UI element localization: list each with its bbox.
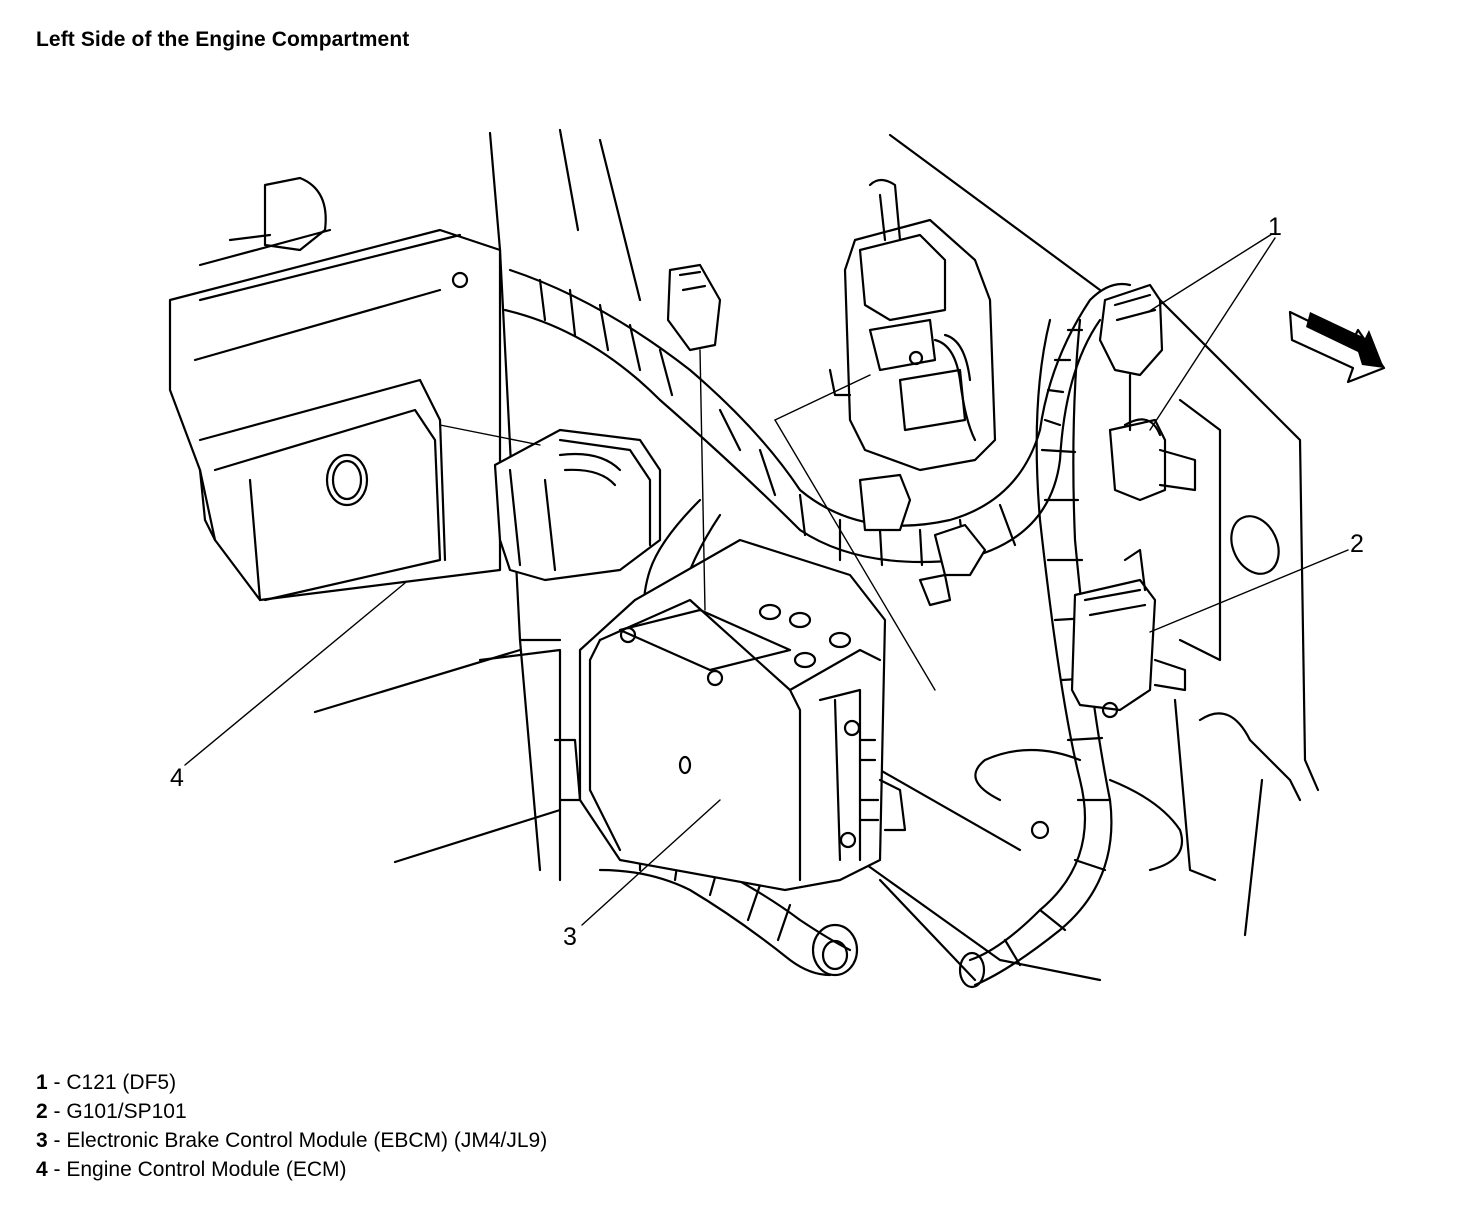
legend-item: 4 - Engine Control Module (ECM) <box>36 1155 547 1184</box>
legend-number: 1 <box>36 1071 48 1094</box>
ebcm-connector <box>493 428 662 582</box>
legend-item: 2 - G101/SP101 <box>36 1097 547 1126</box>
diagram-title: Left Side of the Engine Compartment <box>36 28 410 51</box>
legend-text: C121 (DF5) <box>66 1071 177 1094</box>
legend-text: G101/SP101 <box>66 1100 187 1123</box>
engine-compartment-drawing <box>168 128 1386 989</box>
arrow-icon <box>1288 310 1386 384</box>
c121-connector <box>1098 283 1197 502</box>
legend-separator: - <box>53 1158 61 1181</box>
legend-number: 3 <box>36 1129 48 1152</box>
ecm-module <box>168 176 502 602</box>
g101-ground-block <box>1070 548 1187 719</box>
legend-text: Electronic Brake Control Module (EBCM) (… <box>66 1129 548 1152</box>
legend-number: 2 <box>36 1100 48 1123</box>
relay-block <box>828 178 997 472</box>
callout-1: 1 <box>1268 213 1282 241</box>
legend-separator: - <box>53 1100 61 1123</box>
ebcm-module <box>553 538 907 892</box>
legend-separator: - <box>53 1129 61 1152</box>
body-structure <box>313 128 1320 982</box>
legend: 1 - C121 (DF5) 2 - G101/SP101 3 - Electr… <box>36 1068 547 1184</box>
callout-4: 4 <box>170 764 184 792</box>
legend-number: 4 <box>36 1158 48 1181</box>
legend-item: 1 - C121 (DF5) <box>36 1068 547 1097</box>
callout-2: 2 <box>1350 530 1364 558</box>
harness-connectors <box>666 263 987 607</box>
callout-leaders <box>184 233 1349 926</box>
legend-text: Engine Control Module (ECM) <box>66 1158 347 1181</box>
callout-3: 3 <box>563 923 577 951</box>
legend-separator: - <box>53 1071 61 1094</box>
legend-item: 3 - Electronic Brake Control Module (EBC… <box>36 1126 547 1155</box>
